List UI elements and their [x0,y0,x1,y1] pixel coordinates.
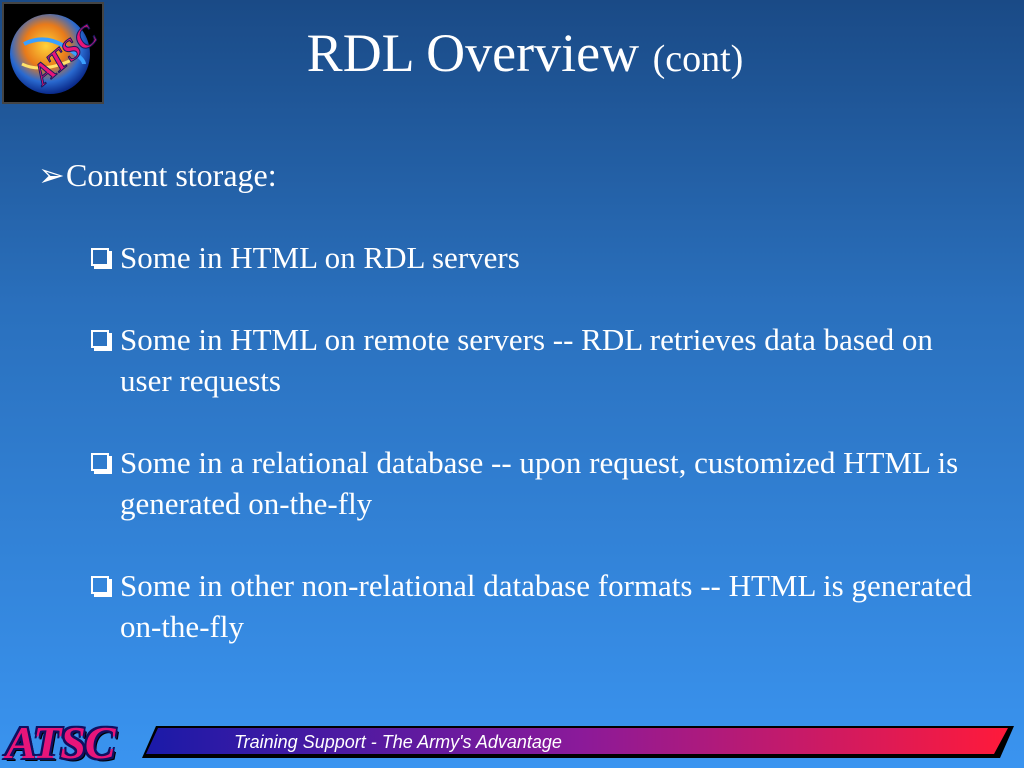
footer-banner-shape [142,726,1014,758]
slide-title-suffix: (cont) [652,38,744,80]
list-item: Some in HTML on remote servers -- RDL re… [88,319,988,401]
list-item: Some in HTML on RDL servers [88,237,988,278]
list-item: Some in a relational database -- upon re… [88,442,988,524]
list-item-text: Some in HTML on RDL servers [120,240,520,275]
atsc-globe-logo: ATSC [2,2,104,104]
checkbox-bullet-icon [91,576,109,594]
list-item: Some in other non-relational database fo… [88,565,988,647]
checkbox-bullet-icon [91,248,109,266]
sub-bullet-list: Some in HTML on RDL servers Some in HTML… [88,237,988,688]
footer-tagline: Training Support - The Army's Advantage [234,732,562,752]
checkbox-bullet-icon [91,330,109,348]
main-bullet: ➢Content storage: [38,155,277,195]
arrow-bullet-icon: ➢ [38,157,65,193]
footer-banner: Training Support - The Army's Advantage [142,726,1014,758]
list-item-text: Some in HTML on remote servers -- RDL re… [120,322,933,398]
list-item-text: Some in a relational database -- upon re… [120,445,959,521]
footer-logo: ATSC [6,717,116,768]
checkbox-bullet-icon [91,453,109,471]
globe-logo-icon: ATSC [10,14,102,94]
main-bullet-text: Content storage: [66,157,277,193]
list-item-text: Some in other non-relational database fo… [120,568,972,644]
slide-title-main: RDL Overview [306,23,640,83]
slide-title: RDL Overview (cont) [0,20,1024,92]
